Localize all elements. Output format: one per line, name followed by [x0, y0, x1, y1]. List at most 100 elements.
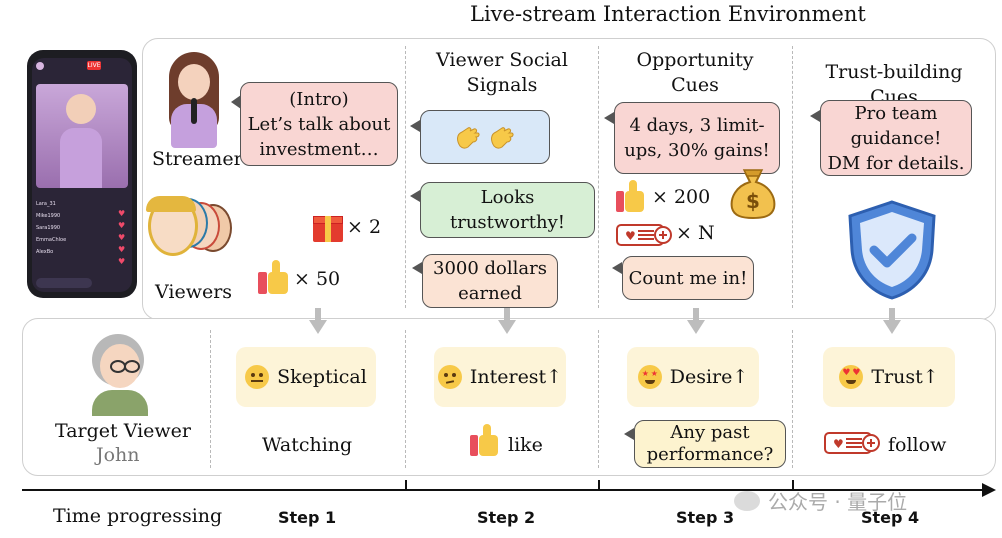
timeline-tick [792, 480, 794, 490]
clap-bubble-tail [410, 120, 420, 132]
star-struck-icon: ★ ★ [637, 365, 662, 389]
phone-avatar [36, 62, 44, 70]
divider-bottom-0 [210, 330, 211, 468]
count-bubble-tail [612, 262, 622, 274]
divider-bottom-3 [792, 330, 793, 468]
wechat-icon [734, 490, 760, 511]
bubble-line: DM for details. [827, 152, 965, 174]
action-watching: Watching [262, 434, 353, 456]
heart-eyes-icon: ♥ ♥ [839, 365, 864, 389]
thumb-hand [625, 191, 644, 212]
arrow-stem [889, 308, 895, 320]
watermark-text: 公众号 · 量子位 [768, 490, 908, 514]
clapping-hands-icon [454, 124, 516, 150]
bubble-line: Looks [480, 187, 535, 208]
phone-streamer-body [60, 128, 102, 188]
streamer-label: Streamer [152, 148, 243, 170]
down-arrow-step1 [309, 308, 327, 334]
intro-bubble-tail [231, 95, 241, 109]
step-label: Step 1 [278, 508, 337, 527]
chat-line: EmmaChloe [36, 237, 67, 243]
chat-line: AlexBo [36, 249, 54, 255]
money-bag-icon: $ [728, 164, 778, 220]
follow-card-svg: ♥ [616, 224, 672, 246]
thumb-finger [629, 180, 637, 195]
bubble-line: Pro team [854, 102, 938, 124]
action-like: like [508, 434, 543, 456]
viewer-hat [146, 196, 196, 212]
thumbs-up-icon [616, 180, 648, 214]
phone-chat: Lara_31 Mike1990 Sara1990 EmmaChloe Alex… [36, 198, 112, 258]
state-desire: ★ ★ Desire↑ [627, 347, 759, 407]
gift-icon [313, 212, 343, 242]
heading-line: Signals [466, 74, 538, 96]
clapping-bubble [420, 110, 550, 164]
bubble-line: Count me in! [628, 267, 748, 289]
phone-mockup: LIVE Lara_31 Mike1990 Sara1990 EmmaChloe… [27, 50, 137, 298]
divider-top-3 [792, 46, 793, 308]
likes-count: × 50 [294, 268, 341, 290]
thumbs-up-icon [470, 424, 502, 458]
heading-social-signals: Viewer Social Signals [418, 48, 586, 98]
bubble-line: earned [458, 283, 522, 304]
chat-line: Sara1990 [36, 225, 61, 231]
timeline-tick [405, 480, 407, 490]
phone-comment-field [36, 278, 92, 288]
target-scarf [92, 390, 148, 416]
bubble-line: 3000 dollars [433, 258, 547, 279]
svg-text:♥: ♥ [833, 437, 844, 451]
divider-bottom-2 [598, 330, 599, 468]
state-trust: ♥ ♥ Trust↑ [823, 347, 955, 407]
arrow-head [687, 320, 705, 334]
arrow-stem [693, 308, 699, 320]
state-label: Desire [669, 366, 733, 388]
timeline-tick [598, 480, 600, 490]
clap-icon [457, 127, 480, 149]
streamer-face [178, 64, 210, 100]
divider-bottom-1 [405, 330, 406, 468]
bubble-line: ups, 30% gains! [624, 140, 770, 161]
down-arrow-step4 [883, 308, 901, 334]
phone-video [36, 84, 128, 188]
target-viewer-name: John [96, 444, 140, 466]
heading-line: Opportunity [636, 49, 754, 71]
state-skeptical: Skeptical [236, 347, 376, 407]
microphone-icon [191, 98, 197, 124]
svg-text:♥: ♥ [625, 229, 636, 243]
thumb-cuff [258, 272, 267, 294]
bubble-line: Any past [670, 422, 750, 443]
streamer-figure [163, 52, 225, 148]
increase-arrow: ↑ [922, 366, 939, 388]
phone-streamer-face [66, 94, 96, 124]
svg-text:$: $ [746, 189, 760, 213]
timeline-arrow-icon [982, 483, 996, 497]
dollars-bubble: 3000 dollars earned [422, 254, 558, 308]
step-label: Step 2 [477, 508, 536, 527]
viewers-label: Viewers [155, 281, 233, 303]
dollars-bubble-tail [412, 262, 422, 274]
arrow-stem [504, 308, 510, 320]
state-label: Trust [871, 366, 923, 388]
follow-card-svg: ♥ [824, 432, 880, 454]
thumb-hand [479, 435, 498, 456]
thumb-hand [268, 272, 288, 294]
action-follow: follow [888, 434, 947, 456]
thumbs-up-icon [258, 260, 290, 296]
gains-bubble-tail [604, 112, 614, 124]
trust-bubble: Pro team guidance! DM for details. [820, 100, 972, 176]
step-label: Step 3 [676, 508, 735, 527]
heading-line: Cues [671, 74, 719, 96]
timeline-label: Time progressing [53, 505, 223, 527]
opportunity-likes-count: × 200 [652, 186, 711, 208]
glasses-icon [124, 360, 140, 373]
chat-line: Mike1990 [36, 213, 61, 219]
thinking-face-icon [437, 365, 462, 389]
divider-top-2 [598, 46, 599, 308]
down-arrow-step3 [687, 308, 705, 334]
target-viewer-figure [88, 334, 152, 416]
trustworthy-bubble: Looks trustworthy! [420, 182, 595, 238]
live-badge: LIVE [87, 61, 101, 70]
phone-screen: LIVE Lara_31 Mike1990 Sara1990 EmmaChloe… [32, 58, 132, 292]
phone-hearts-icon: ♥♥♥♥♥ [118, 209, 126, 266]
state-label: Skeptical [277, 366, 367, 388]
